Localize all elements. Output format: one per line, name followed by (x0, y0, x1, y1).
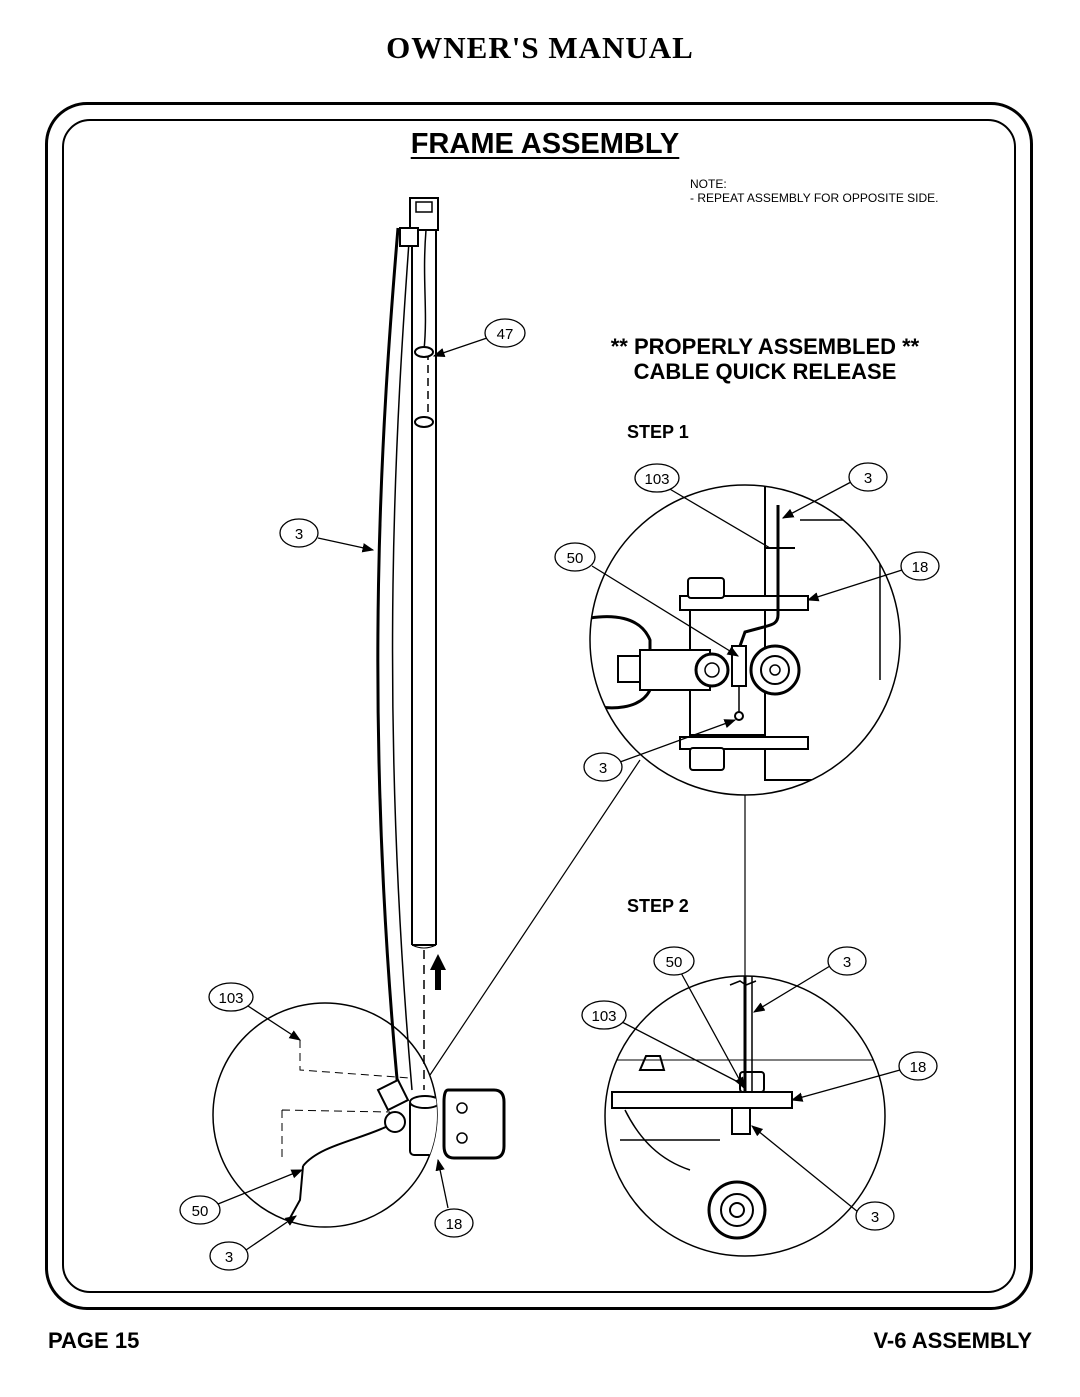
s1-callout-3-bottom-bubble (583, 752, 623, 782)
callout-103-bubble (208, 982, 254, 1012)
callout-labels: 47 3 103 50 3 18 103 3 50 18 3 50 3 103 … (192, 326, 929, 1266)
detail-leader-step1 (429, 759, 641, 1076)
callout-3-bottom-label: 3 (225, 1249, 233, 1266)
page-title: FRAME ASSEMBLY (410, 128, 680, 160)
manual-title: OWNER'S MANUAL (386, 30, 694, 65)
s2-callout-3-bottom-bubble (855, 1201, 895, 1231)
s1-callout-50-label: 50 (567, 550, 584, 567)
step-1-label: STEP 1 (627, 422, 689, 442)
s2-callout-3-top-label: 3 (843, 954, 851, 971)
s2-callout-50-label: 50 (666, 954, 683, 971)
s1-callout-3-top-bubble (848, 462, 888, 492)
callout-3-mid-label: 3 (295, 526, 303, 543)
step2-detail-drawing (605, 976, 885, 1240)
callout-18-label: 18 (446, 1216, 463, 1233)
s1-callout-18-bubble (900, 551, 940, 581)
s1-callout-18-label: 18 (912, 559, 929, 576)
callout-50-bubble (179, 1195, 221, 1225)
s1-callout-103-bubble (634, 463, 680, 493)
page-frame-outer (45, 102, 1033, 1310)
end-cap-plate (442, 1088, 506, 1160)
s2-callout-18-bubble (898, 1051, 938, 1081)
s1-callout-3-bottom-label: 3 (599, 760, 607, 777)
s2-callout-3-bottom-label: 3 (871, 1209, 879, 1226)
step-2-label: STEP 2 (627, 896, 689, 916)
callouts (179, 318, 940, 1271)
note-heading: NOTE: (690, 177, 727, 191)
page-frame-inner (62, 119, 1016, 1293)
cable-quick-release-line: CABLE QUICK RELEASE (633, 359, 897, 384)
step1-detail-drawing (590, 485, 900, 781)
callout-18-bubble (434, 1208, 474, 1238)
callout-47-label: 47 (497, 326, 514, 343)
callout-103-label: 103 (218, 990, 243, 1007)
s1-callout-103-label: 103 (644, 471, 669, 488)
note-text: - REPEAT ASSEMBLY FOR OPPOSITE SIDE. (690, 191, 939, 205)
callout-3-mid-bubble (279, 518, 319, 548)
s2-callout-50-bubble (653, 946, 695, 976)
page-number: PAGE 15 (48, 1328, 140, 1353)
note-block: NOTE: - REPEAT ASSEMBLY FOR OPPOSITE SID… (690, 177, 939, 205)
s2-callout-18-label: 18 (910, 1059, 927, 1076)
s1-callout-3-top-label: 3 (864, 470, 872, 487)
step1-detail-circle (589, 484, 901, 796)
s1-callout-50-bubble (554, 542, 596, 572)
s2-callout-103-bubble (581, 1000, 627, 1030)
callout-3-bottom-bubble (209, 1241, 249, 1271)
section-label: V-6 ASSEMBLY (873, 1328, 1032, 1353)
callout-47-bubble (484, 318, 526, 348)
base-detail-drawing (281, 1040, 437, 1219)
upright-frame (376, 197, 439, 1091)
up-arrow-icon (430, 954, 446, 990)
properly-assembled-line: ** PROPERLY ASSEMBLED ** (610, 334, 920, 359)
s2-callout-103-label: 103 (591, 1008, 616, 1025)
callout-50-label: 50 (192, 1203, 209, 1220)
properly-assembled-heading: ** PROPERLY ASSEMBLED ** CABLE QUICK REL… (560, 334, 970, 384)
s2-callout-3-top-bubble (827, 946, 867, 976)
